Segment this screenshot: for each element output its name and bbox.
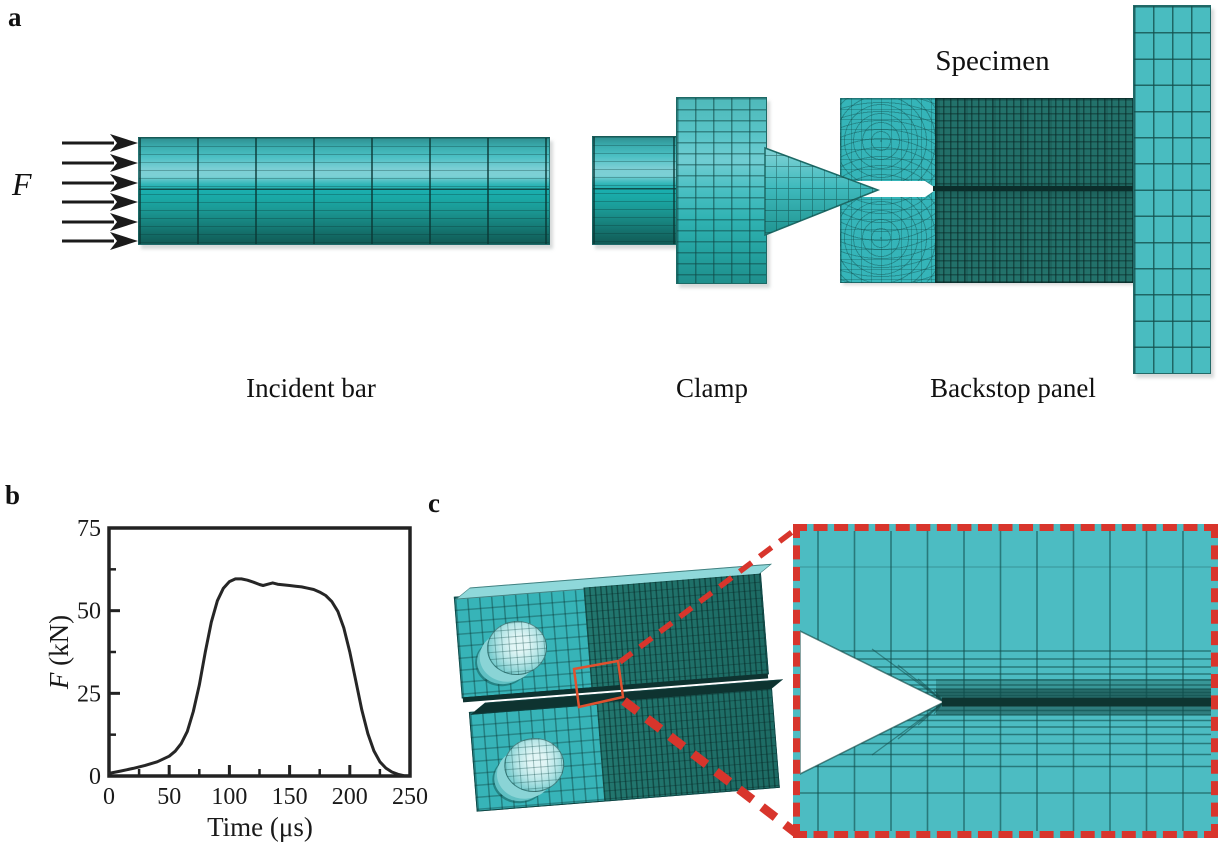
force-time-chart: 0 50 100 150 200 250 0 25 50 75 F (kN) Time (μs) <box>48 516 428 842</box>
specimen-3d-view <box>453 548 785 816</box>
panel-a-letter: a <box>8 2 22 32</box>
svg-text:250: 250 <box>392 784 428 810</box>
chart-plot-area: 0 50 100 150 200 250 0 25 50 75 <box>77 516 428 810</box>
incident-bar-caption: Incident bar <box>246 373 376 403</box>
lower-half-fine-mesh <box>596 689 779 801</box>
svg-text:25: 25 <box>77 681 101 707</box>
lower-pin-hole-cylinder <box>502 735 567 795</box>
svg-text:100: 100 <box>211 784 247 810</box>
specimen-caption: Specimen <box>935 45 1050 77</box>
clamp-block-mesh <box>676 97 767 284</box>
svg-text:200: 200 <box>332 784 368 810</box>
backstop-caption: Backstop panel <box>930 373 1096 403</box>
applied-force-label: F <box>12 166 32 202</box>
clamp-cone-mesh <box>764 146 881 237</box>
force-curve <box>107 577 412 778</box>
specimen-crack-line <box>933 186 1133 191</box>
svg-text:0: 0 <box>89 764 101 790</box>
chart-x-axis-label: Time (μs) <box>207 812 313 842</box>
notch-wedge <box>800 630 946 775</box>
clamp-caption: Clamp <box>676 373 748 403</box>
svg-text:150: 150 <box>272 784 308 810</box>
notch-zoom-mesh <box>800 531 1211 831</box>
svg-text:50: 50 <box>77 599 101 625</box>
svg-text:75: 75 <box>77 516 101 542</box>
svg-text:50: 50 <box>157 784 181 810</box>
panel-c-letter: c <box>428 488 440 518</box>
upper-half-fine-mesh <box>582 573 768 688</box>
force-arrows-icon <box>62 134 138 250</box>
upper-pin-hole-cylinder <box>484 618 550 678</box>
chart-y-axis-label: F (kN) <box>48 615 74 690</box>
notch-zoom-inset <box>793 524 1218 838</box>
panel-b-letter: b <box>5 480 21 510</box>
bar2-ring-lines <box>593 137 677 244</box>
incident-bar-mesh <box>138 137 550 245</box>
inset-crack-line <box>942 697 1211 707</box>
svg-text:0: 0 <box>103 784 115 810</box>
incident-bar-ring-lines <box>139 138 549 244</box>
bar-through-clamp-mesh <box>592 136 678 245</box>
specimen-3d-upper-half <box>453 563 773 703</box>
backstop-panel-mesh <box>1133 5 1211 374</box>
specimen-3d-lower-half <box>468 679 784 812</box>
